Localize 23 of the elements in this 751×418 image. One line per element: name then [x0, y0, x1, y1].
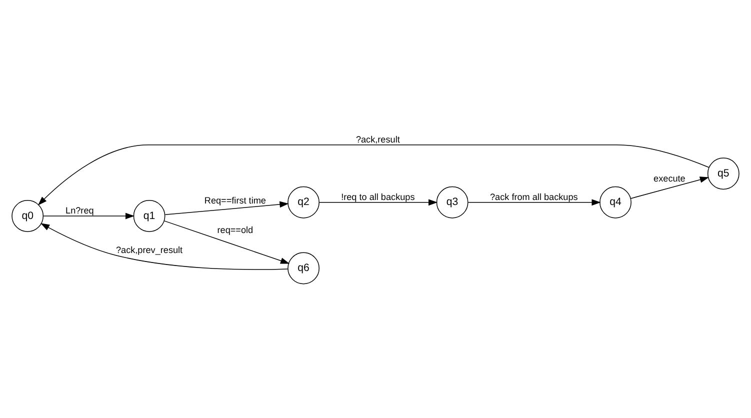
edge-label: execute: [654, 173, 686, 184]
arrow: [40, 222, 288, 270]
edge-label: ?ack,prev_result: [116, 244, 183, 254]
arrow: [43, 212, 135, 219]
arrow: [38, 144, 710, 205]
edge-label: ?ack from all backups: [490, 191, 578, 202]
edge-label: Ln?req: [66, 204, 94, 215]
node-circle: q3: [436, 186, 468, 218]
edge-label: Req==first time: [204, 195, 266, 206]
node-circle: q1: [133, 200, 166, 232]
edge-label: ?ack,result: [356, 134, 400, 144]
edge-label: req==old: [217, 224, 254, 235]
node-circle: q6: [288, 252, 320, 284]
node-circle: q5: [707, 157, 740, 190]
node-circle: q4: [600, 186, 632, 218]
edge-label: !req to all backups: [341, 191, 415, 202]
arrow: [468, 198, 601, 206]
node-circle: q0: [12, 200, 44, 232]
arrow: [164, 200, 289, 215]
arrow: [319, 198, 438, 206]
arrow: [164, 220, 290, 264]
arrow: [630, 176, 710, 198]
node-circle: q2: [288, 186, 320, 218]
